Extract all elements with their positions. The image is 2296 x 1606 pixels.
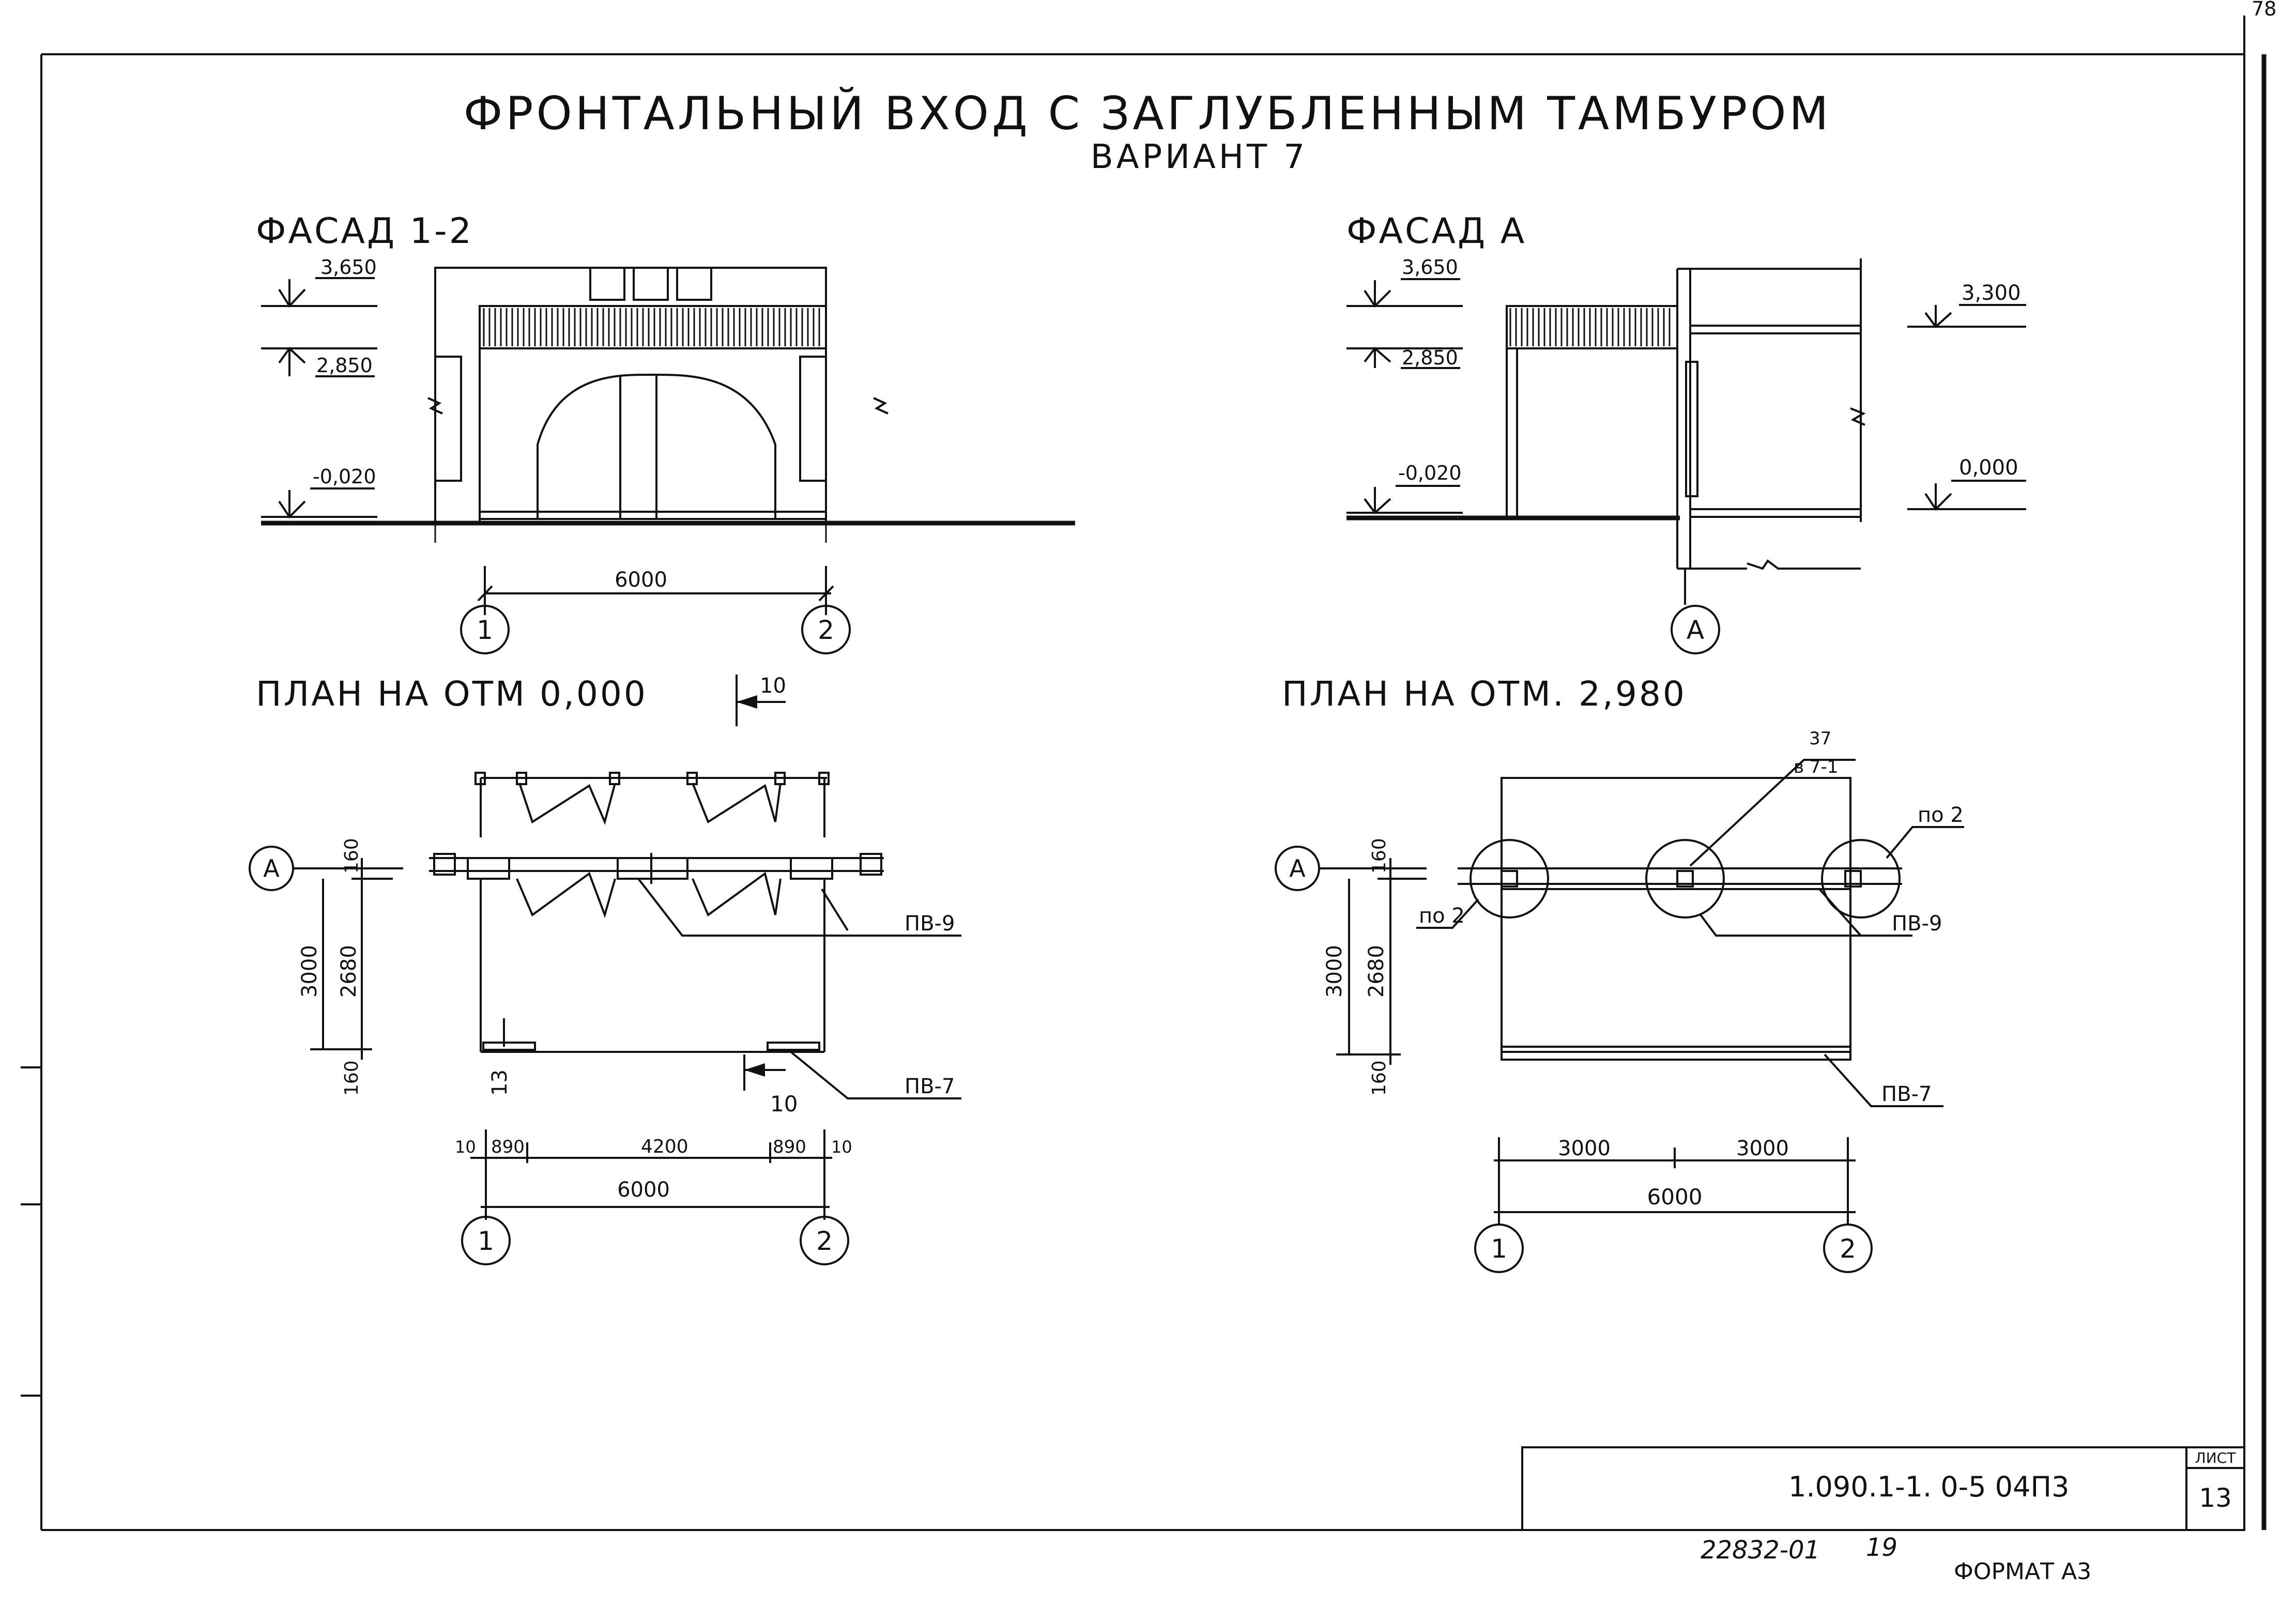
facade-1-2-label: ФАСАД 1-2 xyxy=(256,211,473,252)
plan-2980: ПЛАН НА ОТМ. 2,980 37 в 7-1 по 2 по 2 ПВ… xyxy=(1275,674,1964,1273)
drawing-title: ФРОНТАЛЬНЫЙ ВХОД С ЗАГЛУБЛЕННЫМ ТАМБУРОМ xyxy=(464,87,1832,140)
leader-pv9: ПВ-9 xyxy=(905,912,955,936)
plan0-dim-4200: 4200 xyxy=(641,1136,688,1157)
a-level-minus-0020: -0,020 xyxy=(1398,462,1462,484)
a-level-0000: 0,000 xyxy=(1959,456,2018,480)
title-block-code: 1.090.1-1. 0-5 04П3 xyxy=(1788,1471,2069,1503)
plan0-axis-a: А xyxy=(263,854,280,882)
plan2980-dim-3000-right: 3000 xyxy=(1736,1137,1789,1160)
axis-1-label: 1 xyxy=(477,615,493,645)
facade-a-label: ФАСАД А xyxy=(1346,211,1526,252)
plan0-axis-2: 2 xyxy=(816,1226,833,1256)
level-minus-0020: -0,020 xyxy=(313,465,376,488)
leader-po2-right: по 2 xyxy=(1918,803,1964,827)
level-3650: 3,650 xyxy=(320,256,377,279)
plan2980-dim-160-top: 160 xyxy=(1369,838,1390,874)
plan0-axis-1: 1 xyxy=(478,1226,494,1256)
plan-0000-label: ПЛАН НА ОТМ 0,000 xyxy=(256,674,648,714)
plan0-dim-890-left: 890 xyxy=(491,1137,525,1157)
plan0-dim-10-left: 10 xyxy=(455,1137,476,1157)
plan2980-axis-a: А xyxy=(1289,854,1306,882)
facade-a: ФАСАД А 3,650 2,850 -0,020 xyxy=(1346,211,2026,654)
plan0-dim-10-right: 10 xyxy=(831,1137,852,1157)
plan0-dim-160-top: 160 xyxy=(341,838,362,874)
a-level-2850: 2,850 xyxy=(1402,346,1458,369)
plan0-dim-2680: 2680 xyxy=(337,945,361,998)
footer-page: 19 xyxy=(1866,1533,1897,1562)
plan2980-dim-2680: 2680 xyxy=(1365,945,1388,998)
leader-pv7-b: ПВ-7 xyxy=(1881,1082,1932,1106)
plan2980-dim-3000: 3000 xyxy=(1323,945,1346,998)
facade-1-2: ФАСАД 1-2 3,650 xyxy=(256,211,1075,654)
canopy-hatch xyxy=(483,308,820,346)
title-block: 1.090.1-1. 0-5 04П3 ЛИСТ 13 xyxy=(1521,1446,2245,1531)
dim-6000: 6000 xyxy=(615,568,667,592)
a-level-3300: 3,300 xyxy=(1962,281,2021,305)
level-2850: 2,850 xyxy=(316,354,373,377)
plan-0000: ПЛАН НА ОТМ 0,000 10 13 xyxy=(249,674,961,1265)
sheet-frame xyxy=(21,16,2267,1531)
axis-2-label: 2 xyxy=(818,615,834,645)
leader-pv7: ПВ-7 xyxy=(905,1075,955,1098)
mark-13: 13 xyxy=(488,1069,512,1096)
footer-inventory: 22832-01 xyxy=(1701,1536,1820,1565)
plan0-dim-890-right: 890 xyxy=(773,1137,806,1157)
a-level-3650: 3,650 xyxy=(1402,256,1458,279)
leader-pv9-b: ПВ-9 xyxy=(1892,912,1942,936)
plan0-dim-160-bot: 160 xyxy=(341,1060,362,1096)
plan2980-dim-160-bot: 160 xyxy=(1369,1060,1390,1096)
plan2980-dim-3000-left: 3000 xyxy=(1558,1137,1611,1160)
note-37: 37 xyxy=(1809,728,1831,749)
plan0-dim-3000: 3000 xyxy=(298,945,322,998)
plan-2980-label: ПЛАН НА ОТМ. 2,980 xyxy=(1282,674,1687,714)
title-block-sheet-number: 13 xyxy=(2199,1483,2232,1513)
note-v71: в 7-1 xyxy=(1794,757,1838,777)
footer-format: ФОРМАТ А3 xyxy=(1954,1558,2091,1585)
title-block-sheet-label: ЛИСТ xyxy=(2195,1449,2237,1466)
section-mark-bottom: 10 xyxy=(770,1091,798,1116)
leader-po2-left: по 2 xyxy=(1419,904,1465,928)
canopy-hatch-a xyxy=(1509,308,1671,346)
plan2980-axis-2: 2 xyxy=(1840,1234,1856,1264)
drawing-subtitle: ВАРИАНТ 7 xyxy=(1091,138,1308,176)
plan2980-axis-1: 1 xyxy=(1491,1234,1507,1264)
section-mark-top: 10 xyxy=(760,674,786,698)
corner-number: 78 xyxy=(2252,0,2276,20)
plan2980-dim-6000: 6000 xyxy=(1647,1184,1703,1210)
axis-a-label: А xyxy=(1687,615,1704,645)
plan0-dim-6000: 6000 xyxy=(617,1178,670,1202)
